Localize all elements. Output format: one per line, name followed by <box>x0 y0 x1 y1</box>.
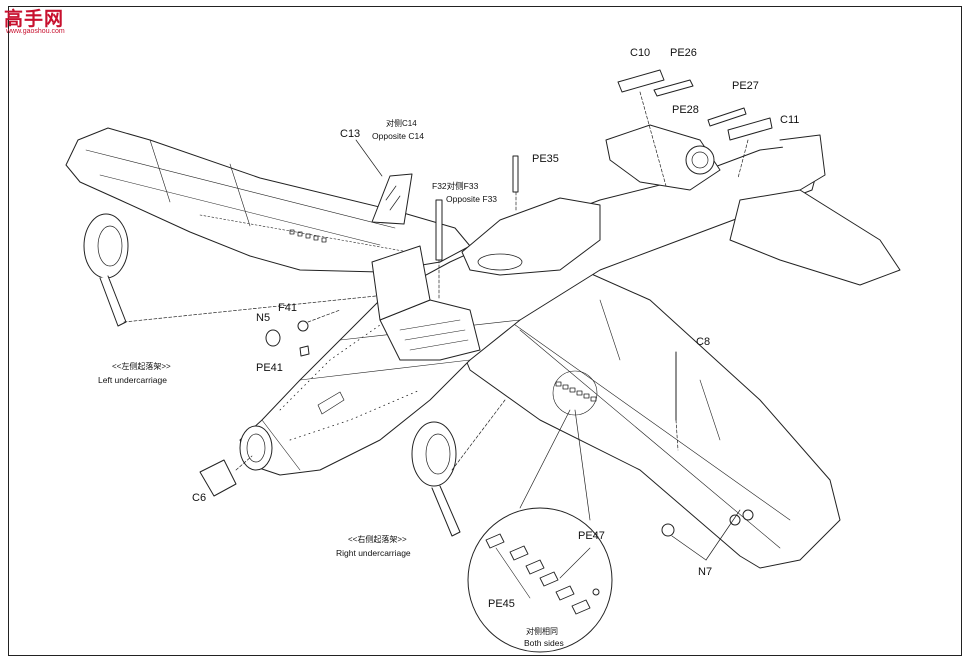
label-pe41: PE41 <box>256 362 283 374</box>
detail-inset-circle <box>467 409 613 653</box>
label-c8: C8 <box>696 336 711 348</box>
diagram-frame <box>8 6 962 656</box>
part-c11 <box>727 117 773 179</box>
part-n7 <box>661 509 741 561</box>
part-c6 <box>199 455 253 497</box>
label-right-undercarriage-cn: <<右侧起落架>> <box>348 535 407 544</box>
logo-url: www.gaoshou.com <box>6 28 65 35</box>
label-c13: C13 <box>340 128 361 140</box>
part-c13-panel <box>355 139 413 225</box>
label-left-undercarriage-cn: <<左侧起落架>> <box>112 362 171 371</box>
label-f33-en: Opposite F33 <box>446 194 498 204</box>
label-n7: N7 <box>698 566 713 578</box>
left-undercarriage <box>83 213 377 327</box>
label-f41: F41 <box>278 302 297 314</box>
part-pe27 <box>707 107 747 127</box>
part-f41 <box>297 309 341 332</box>
fuselage <box>239 144 821 476</box>
label-c14-cn: 对侧C14 <box>386 119 417 128</box>
label-pe35: PE35 <box>532 153 559 165</box>
label-c14-en: Opposite C14 <box>372 131 424 141</box>
part-pe26 <box>653 79 694 97</box>
label-n5: N5 <box>256 312 271 324</box>
logo-text: 高手网 <box>4 9 65 30</box>
label-c11: C11 <box>780 114 800 126</box>
label-both-sides-cn: 对侧相同 <box>526 627 558 636</box>
label-pe28: PE28 <box>672 104 699 116</box>
label-pe47: PE47 <box>578 530 605 542</box>
part-n5 <box>265 329 281 347</box>
tail-section <box>605 124 901 286</box>
part-c10 <box>617 69 667 187</box>
label-pe45: PE45 <box>488 598 515 610</box>
label-pe26: PE26 <box>670 47 697 59</box>
part-c8 <box>675 351 679 451</box>
label-both-sides-en: Both sides <box>524 638 564 648</box>
label-f32: F32对侧F33 <box>432 181 479 191</box>
part-f32-rod <box>435 199 443 301</box>
right-wing <box>439 259 841 569</box>
label-c6: C6 <box>192 492 207 504</box>
label-left-undercarriage-en: Left undercarriage <box>98 375 167 385</box>
watermark-logo: 高手网 www.gaoshou.com <box>4 4 72 40</box>
label-c10: C10 <box>630 47 651 59</box>
right-undercarriage <box>411 399 506 537</box>
part-pe35-strip <box>512 155 519 213</box>
label-pe27: PE27 <box>732 80 759 92</box>
rear-canopy <box>461 197 601 276</box>
cockpit <box>371 245 481 361</box>
part-pe41 <box>299 345 310 357</box>
label-right-undercarriage-en: Right undercarriage <box>336 548 411 558</box>
left-wing <box>65 127 471 273</box>
